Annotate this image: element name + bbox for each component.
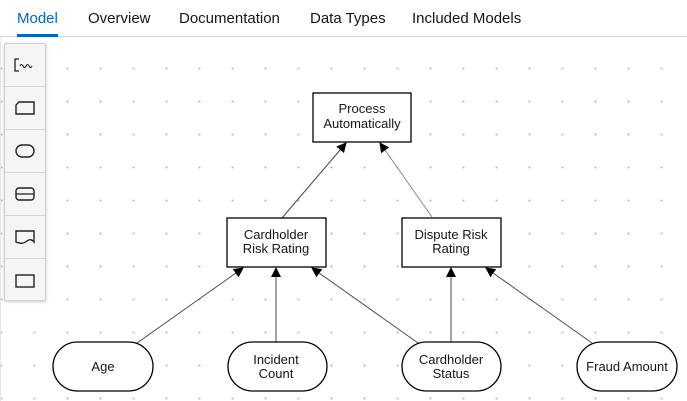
palette-knowledge-source-button[interactable] (5, 216, 45, 259)
decision-cardholder-risk-rating[interactable]: Cardholder Risk Rating (226, 217, 327, 268)
palette-input-data-button[interactable] (5, 130, 45, 173)
decision-dispute-risk-rating[interactable]: Dispute Risk Rating (401, 217, 502, 268)
tab-model[interactable]: Model (17, 0, 58, 37)
node-label-line2: Count (259, 366, 294, 381)
input-data-cardholder-status[interactable]: Cardholder Status (401, 341, 502, 392)
node-label-line1: Incident (253, 352, 299, 367)
knowledge-source-icon (14, 229, 36, 245)
canvas-border (0, 38, 1, 401)
palette-decision-service-button[interactable] (5, 259, 45, 302)
editor-tabs: Model Overview Documentation Data Types … (0, 0, 687, 37)
node-label-line2: Risk Rating (243, 241, 309, 256)
node-label-line2: Status (433, 366, 470, 381)
node-label-line1: Cardholder (244, 227, 309, 242)
palette-business-knowledge-model-button[interactable] (5, 173, 45, 216)
node-label: Age (91, 359, 114, 374)
shape-palette (4, 43, 46, 301)
input-data-age[interactable]: Age (52, 341, 154, 392)
node-label: Fraud Amount (586, 359, 668, 374)
input-data-icon (14, 143, 36, 159)
tab-overview[interactable]: Overview (88, 10, 151, 27)
decision-process-automatically[interactable]: Process Automatically (312, 92, 412, 143)
text-annotation-icon (13, 57, 37, 73)
palette-text-annotation-button[interactable] (5, 44, 45, 87)
decision-service-icon (14, 273, 36, 289)
input-data-incident-count[interactable]: Incident Count (227, 341, 328, 392)
node-label-line1: Cardholder (419, 352, 484, 367)
tab-documentation[interactable]: Documentation (179, 10, 280, 27)
tab-included-models[interactable]: Included Models (412, 10, 522, 27)
node-label-line2: Automatically (323, 116, 401, 131)
decision-icon (14, 100, 36, 116)
node-label-line1: Process (339, 101, 386, 116)
node-label-line1: Dispute Risk (415, 227, 488, 242)
palette-decision-button[interactable] (5, 87, 45, 130)
node-label-line2: Rating (432, 241, 470, 256)
input-data-fraud-amount[interactable]: Fraud Amount (576, 341, 678, 392)
business-knowledge-model-icon (14, 186, 36, 202)
tab-data-types[interactable]: Data Types (310, 10, 386, 27)
